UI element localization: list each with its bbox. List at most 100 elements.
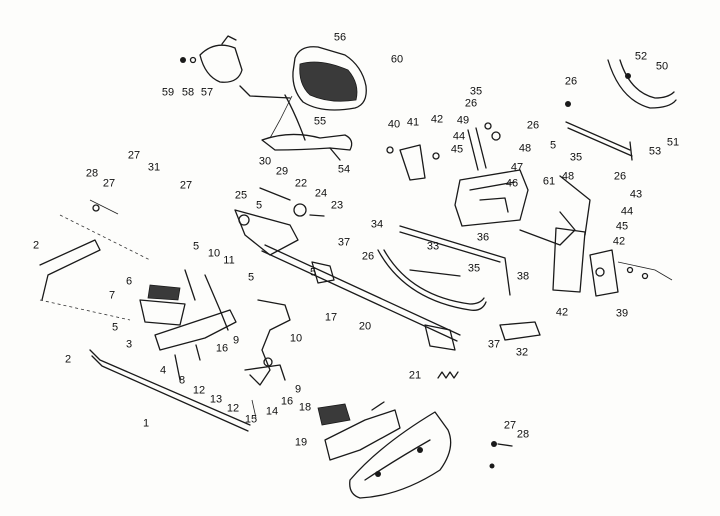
callout-7: 7 (108, 289, 116, 302)
callout-16-a: 16 (215, 342, 229, 355)
callout-14: 14 (265, 405, 279, 418)
callout-41: 41 (406, 116, 420, 129)
callout-16-b: 16 (280, 395, 294, 408)
callout-61: 61 (542, 175, 556, 188)
callout-60: 60 (390, 53, 404, 66)
callout-28-b: 28 (516, 428, 530, 441)
callout-43: 43 (629, 188, 643, 201)
callout-27-b: 27 (102, 177, 116, 190)
callout-25: 25 (234, 189, 248, 202)
callout-8: 8 (178, 374, 186, 387)
callout-21: 21 (408, 369, 422, 382)
callout-11: 11 (223, 254, 235, 267)
right-bracket-part (552, 227, 673, 297)
callout-4: 4 (159, 364, 167, 377)
callout-5-b: 5 (255, 199, 263, 212)
right-guard-part (607, 59, 677, 109)
callout-2-a: 2 (32, 239, 40, 252)
callout-45-b: 45 (615, 220, 629, 233)
callout-5-f: 5 (111, 321, 119, 334)
callout-37-b: 37 (487, 338, 501, 351)
callout-46-a: 46 (505, 177, 519, 190)
callout-26-b: 26 (464, 97, 478, 110)
callout-10-b: 10 (289, 332, 303, 345)
callout-53: 53 (648, 145, 662, 158)
callout-24: 24 (314, 187, 328, 200)
arm-assembly-part (261, 94, 353, 161)
callout-22: 22 (294, 177, 308, 190)
callout-59: 59 (161, 86, 175, 99)
left-frame-part (39, 199, 151, 321)
callout-42-a: 42 (430, 113, 444, 126)
callout-26-c: 26 (526, 119, 540, 132)
callout-13: 13 (209, 393, 223, 406)
guard-bracket-part (180, 35, 291, 99)
callout-49: 49 (456, 114, 470, 127)
callout-15: 15 (244, 413, 258, 426)
callout-5-e: 5 (309, 266, 317, 279)
callout-40: 40 (387, 118, 401, 131)
callout-48-b: 48 (561, 170, 575, 183)
callout-32: 32 (515, 346, 529, 359)
callout-5-d: 5 (247, 271, 255, 284)
callout-6: 6 (125, 275, 133, 288)
callout-5-c: 5 (192, 240, 200, 253)
callout-44-a: 44 (452, 130, 466, 143)
callout-12-b: 12 (226, 402, 240, 415)
small-bracket-part (499, 321, 541, 341)
shaft-part (565, 101, 633, 161)
callout-10-a: 10 (207, 247, 221, 260)
control-lever-part (244, 299, 291, 419)
callout-27-d: 27 (503, 419, 517, 432)
callout-58: 58 (181, 86, 195, 99)
callout-36: 36 (476, 231, 490, 244)
callout-51: 51 (666, 136, 680, 149)
callout-42-c: 42 (555, 306, 569, 319)
callout-12-a: 12 (192, 384, 206, 397)
callout-26-e: 26 (361, 250, 375, 263)
callout-23: 23 (330, 199, 344, 212)
callout-30: 30 (258, 155, 272, 168)
callout-33: 33 (426, 240, 440, 253)
callout-2-b: 2 (64, 353, 72, 366)
callout-35-b: 35 (569, 151, 583, 164)
callout-55: 55 (313, 115, 327, 128)
callout-18: 18 (298, 401, 312, 414)
callout-38: 38 (516, 270, 530, 283)
crank-assembly-part (234, 187, 325, 256)
callout-57: 57 (200, 86, 214, 99)
lower-rod-part (89, 349, 251, 432)
callout-52: 52 (634, 50, 648, 63)
callout-35-c: 35 (467, 262, 481, 275)
callout-27-c: 27 (179, 179, 193, 192)
callout-44-b: 44 (620, 205, 634, 218)
callout-50: 50 (655, 60, 669, 73)
callout-45-a: 45 (450, 143, 464, 156)
callout-31: 31 (147, 161, 161, 174)
callout-56: 56 (333, 31, 347, 44)
callout-27-a: 27 (127, 149, 141, 162)
callout-47-a: 47 (510, 161, 524, 174)
callout-19: 19 (294, 436, 308, 449)
callout-35-a: 35 (469, 85, 483, 98)
main-shaft-part (261, 244, 461, 351)
callout-3: 3 (125, 338, 133, 351)
callout-9-b: 9 (294, 383, 302, 396)
callout-20: 20 (358, 320, 372, 333)
callout-34: 34 (370, 218, 384, 231)
linkage-cluster-part (386, 122, 501, 181)
callout-26-a: 26 (564, 75, 578, 88)
callout-26-d: 26 (613, 170, 627, 183)
tie-rod-part (399, 225, 511, 296)
callout-17: 17 (324, 311, 338, 324)
callout-48-a: 48 (518, 142, 532, 155)
curved-strap-part (377, 249, 487, 311)
callout-5-a: 5 (549, 139, 557, 152)
callout-29: 29 (275, 165, 289, 178)
callout-39: 39 (615, 307, 629, 320)
base-bracket-part (317, 401, 401, 461)
callout-42-b: 42 (612, 235, 626, 248)
callout-28-a: 28 (85, 167, 99, 180)
